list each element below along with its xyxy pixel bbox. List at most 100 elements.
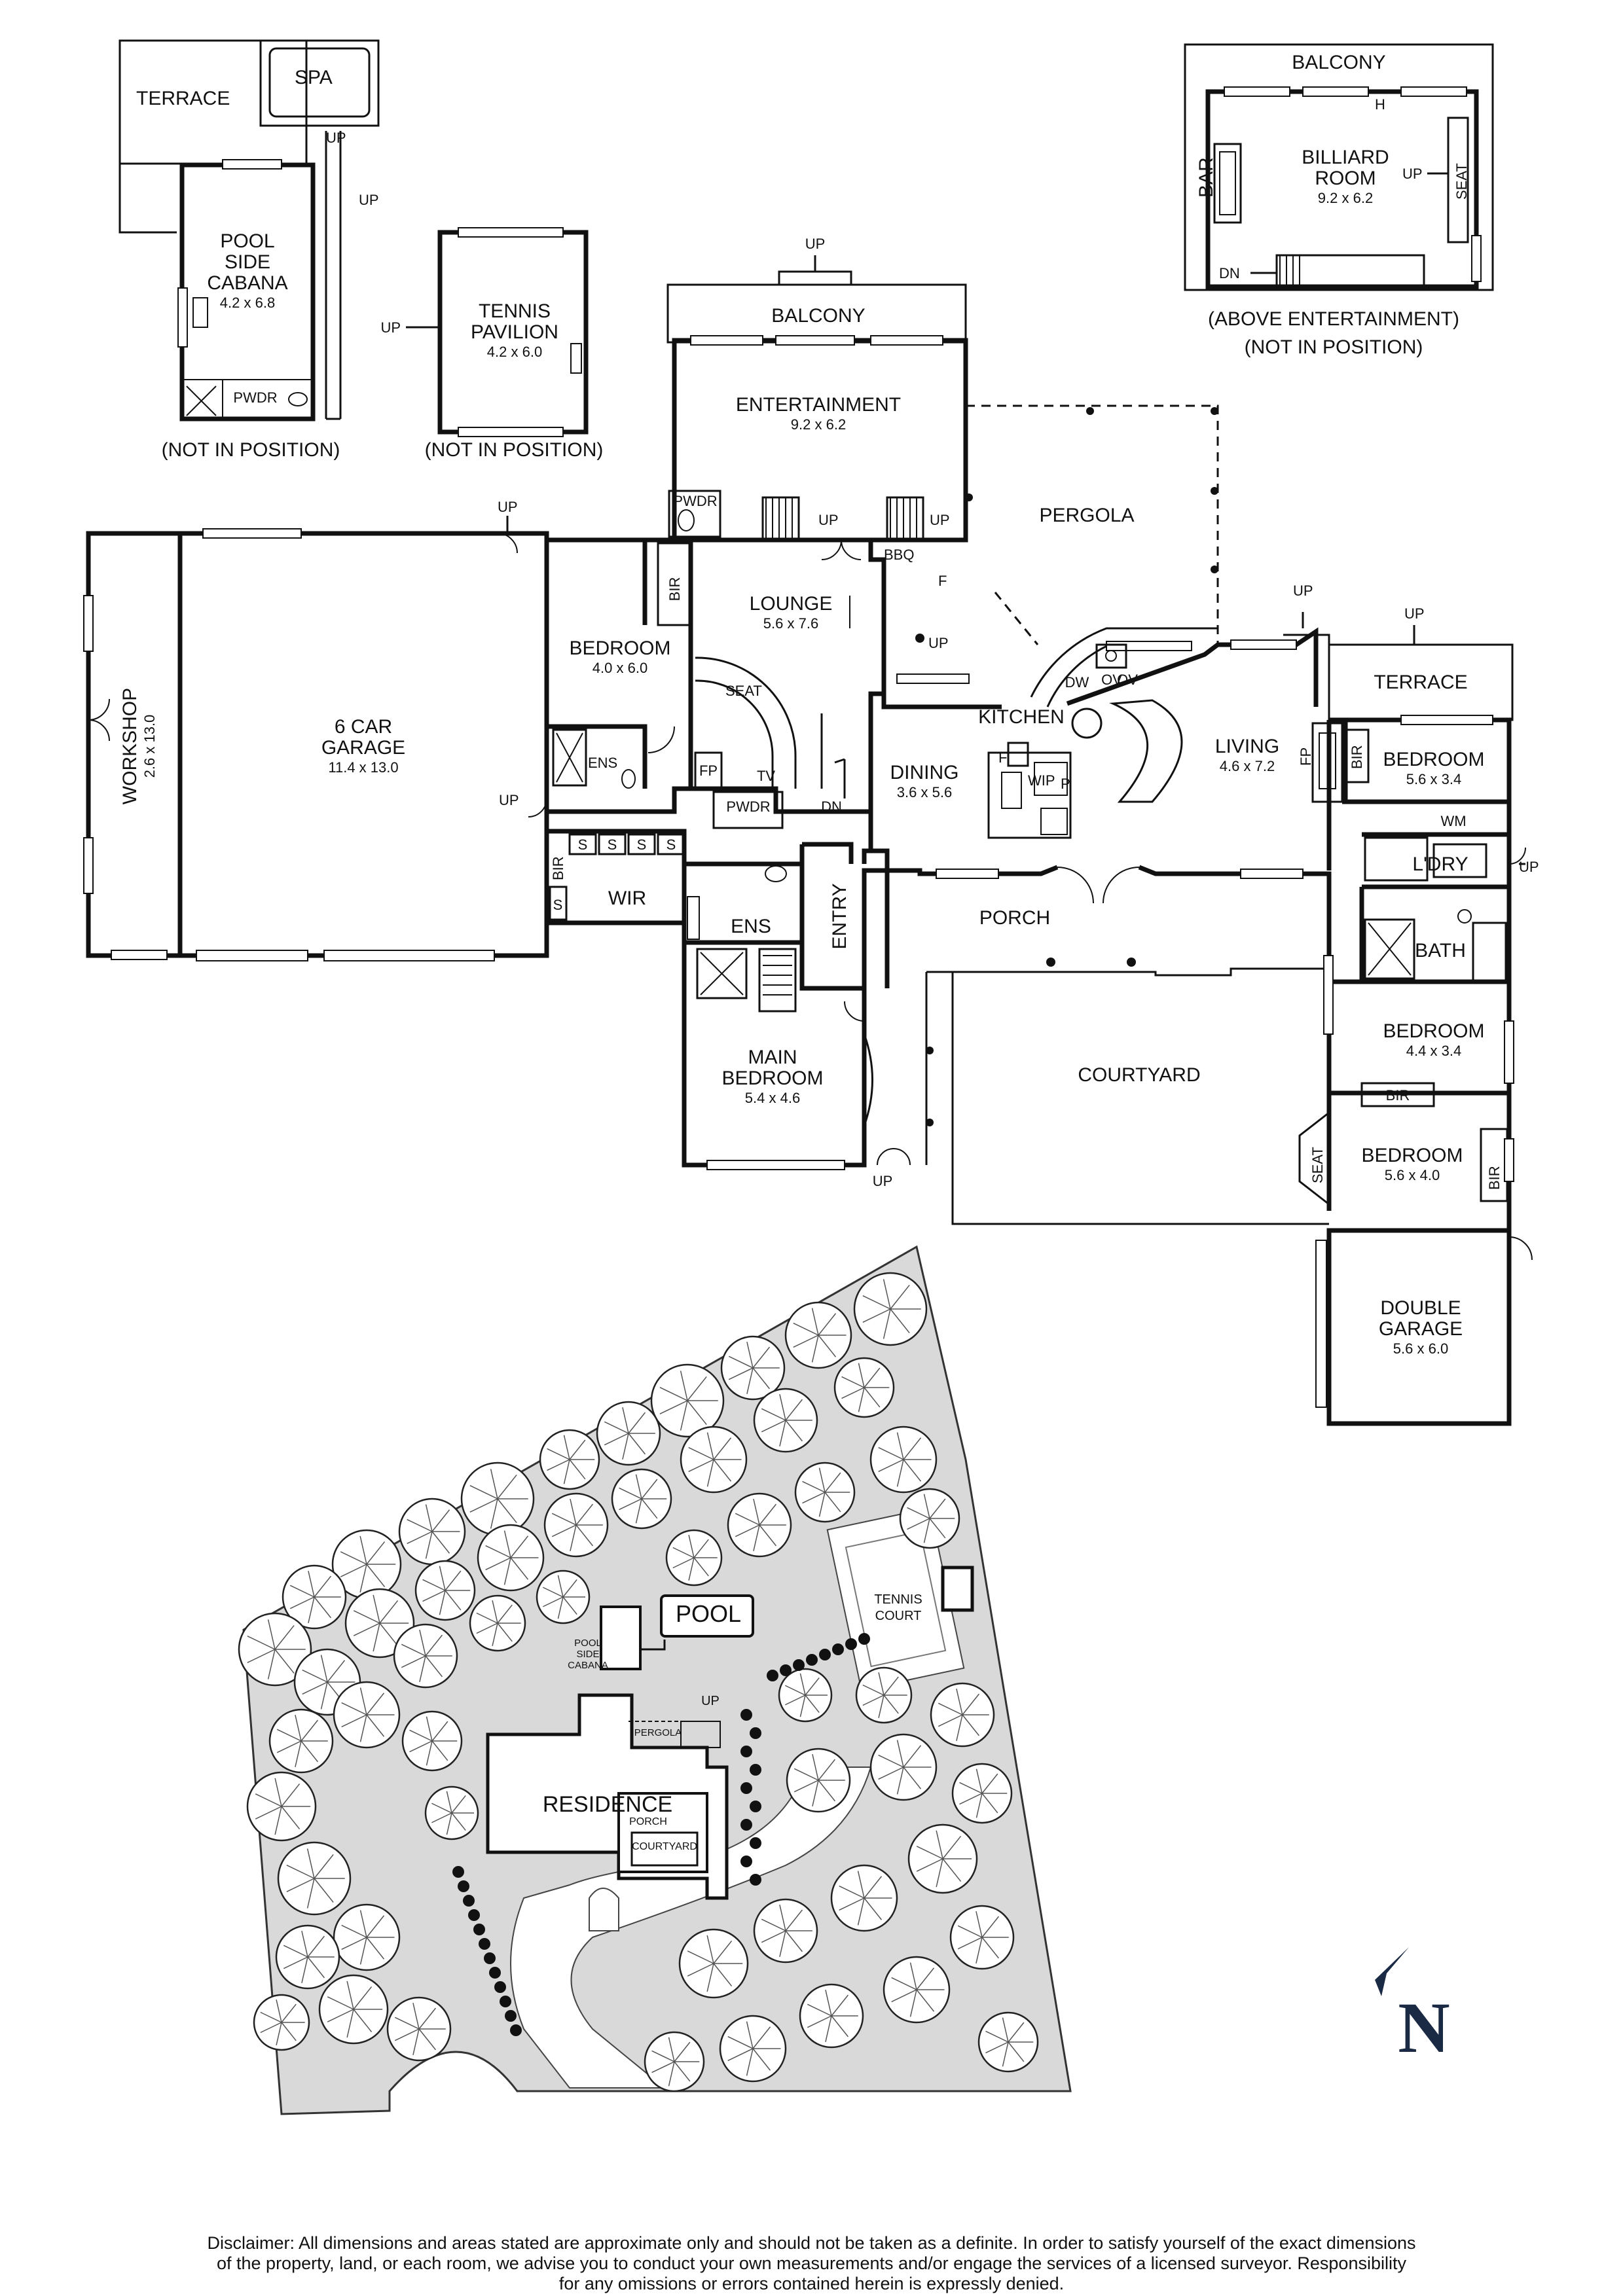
tree-branch xyxy=(811,1308,819,1336)
label: 4.0 x 6.0 xyxy=(593,660,647,676)
tree-branch xyxy=(857,1871,865,1899)
shrub-icon xyxy=(740,1782,752,1794)
tree-branch xyxy=(419,1655,426,1682)
tree-branch xyxy=(604,1433,629,1446)
tree-branch xyxy=(563,1435,570,1460)
label: WIP xyxy=(1028,772,1055,789)
tree-branch xyxy=(864,1387,881,1408)
label: DN xyxy=(1219,265,1240,281)
tree-branch xyxy=(923,1518,930,1543)
label: POOL xyxy=(574,1638,602,1649)
tree-branch xyxy=(274,1649,295,1674)
tree-branch xyxy=(759,1503,777,1526)
tree-branch xyxy=(425,1504,433,1532)
label: OV xyxy=(1117,672,1138,688)
label: UP xyxy=(873,1173,893,1189)
tree-branch xyxy=(688,1535,695,1558)
shrub-icon xyxy=(750,1837,761,1849)
tree-branch xyxy=(320,1681,328,1710)
tree-branch xyxy=(883,1676,899,1696)
tree-branch xyxy=(439,1566,446,1591)
tree-branch xyxy=(938,1702,963,1715)
tree-branch xyxy=(878,1672,884,1696)
tree-branch xyxy=(289,1596,315,1609)
shrub-icon xyxy=(845,1638,857,1650)
label: POOL xyxy=(220,230,274,252)
tree-branch xyxy=(353,2009,373,2033)
tree-branch xyxy=(497,1623,513,1642)
tree-branch xyxy=(562,1579,577,1598)
tree-branch xyxy=(878,1459,904,1473)
tree-branch xyxy=(878,1446,904,1460)
tree-branch xyxy=(883,1279,891,1310)
tree-branch xyxy=(687,1376,707,1401)
tree-branch xyxy=(409,1740,433,1753)
tree-branch xyxy=(340,1564,367,1577)
label: 5.6 x 3.4 xyxy=(1406,771,1461,787)
tree-branch xyxy=(341,1924,367,1938)
label: COURTYARD xyxy=(1078,1064,1200,1086)
tree-branch xyxy=(706,1963,714,1992)
shrub-icon xyxy=(780,1664,792,1676)
tree-branch xyxy=(247,1636,276,1650)
tree-branch xyxy=(936,1830,943,1859)
tree-branch xyxy=(746,1367,754,1394)
shrub-icon xyxy=(494,1981,506,1993)
tree-branch xyxy=(301,1740,319,1763)
shrub-icon xyxy=(806,1654,818,1666)
tree-branch xyxy=(619,1487,642,1499)
label: PWDR xyxy=(233,389,277,406)
tree-branch xyxy=(752,2048,771,2071)
tree-branch xyxy=(281,2003,297,2023)
tree-branch xyxy=(728,1355,754,1369)
tree-branch xyxy=(923,1494,930,1519)
label: F xyxy=(998,749,1007,766)
shrub-icon xyxy=(740,1746,752,1757)
tree-branch xyxy=(916,1846,943,1859)
tree-branch xyxy=(672,1547,695,1558)
tree-branch xyxy=(799,1695,806,1717)
tree-branch xyxy=(379,1600,399,1624)
tree-branch xyxy=(713,1963,733,1987)
tree-branch xyxy=(295,1715,302,1742)
tree-branch xyxy=(976,1937,983,1964)
tree-branch xyxy=(426,1740,433,1766)
disclaimer-line: of the property, land, or each room, we … xyxy=(217,2253,1406,2273)
label: 9.2 x 6.2 xyxy=(791,416,846,433)
label: BEDROOM xyxy=(1383,1020,1484,1042)
tree-branch xyxy=(490,1498,498,1529)
tree-branch xyxy=(407,1531,433,1545)
tree-branch xyxy=(1002,2017,1009,2043)
tree-branch xyxy=(727,2036,754,2049)
tree-branch xyxy=(562,1596,577,1615)
tree-branch xyxy=(301,1719,319,1742)
tree-branch xyxy=(706,1935,714,1964)
label: UP xyxy=(359,192,379,208)
tree-branch xyxy=(359,1687,367,1715)
tree-branch xyxy=(412,2003,420,2030)
tree-branch xyxy=(802,1492,826,1504)
shrub-icon xyxy=(819,1649,831,1660)
tree-branch xyxy=(302,1669,328,1683)
tree-branch xyxy=(907,1518,930,1530)
tree-branch xyxy=(981,1937,1000,1959)
label: UP xyxy=(498,499,518,515)
label: COURTYARD xyxy=(632,1841,697,1852)
tree-branch xyxy=(651,2050,675,2062)
label: BEDROOM xyxy=(1361,1145,1463,1166)
shrub-icon xyxy=(740,1709,752,1721)
label: SIDE xyxy=(576,1649,599,1660)
tree-branch xyxy=(903,1437,922,1460)
tree-branch xyxy=(785,1930,803,1952)
tree-branch xyxy=(359,1535,367,1565)
tree-branch xyxy=(956,1714,963,1741)
label: ENS xyxy=(731,916,771,937)
tree-branch xyxy=(373,1623,380,1652)
tree-branch xyxy=(713,1940,733,1964)
label: SEAT xyxy=(1309,1147,1326,1183)
label: BAR xyxy=(1195,157,1217,198)
tree-branch xyxy=(490,1469,498,1499)
tree-branch xyxy=(359,1937,367,1965)
shrub-icon xyxy=(458,1880,469,1892)
label: COURT xyxy=(875,1609,922,1623)
